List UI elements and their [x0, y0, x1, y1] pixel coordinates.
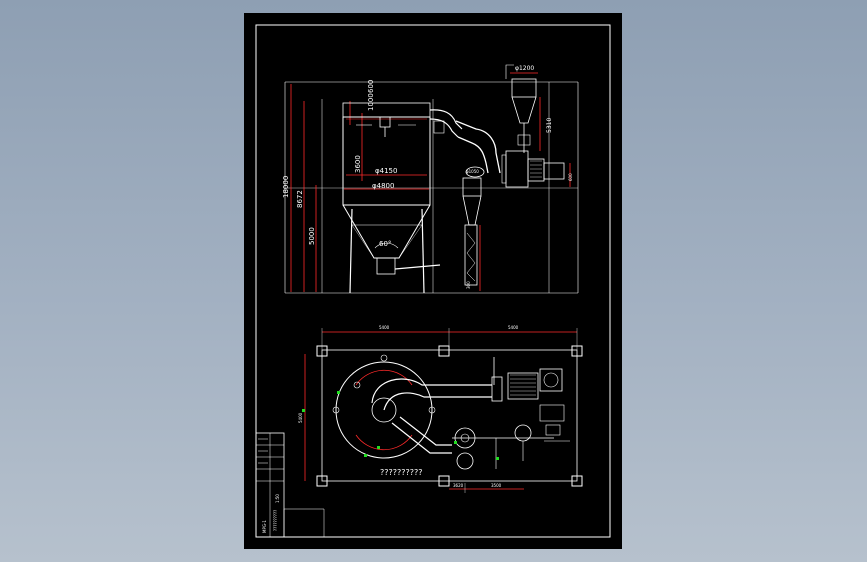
flange-icon: [433, 120, 445, 134]
marker-dot: [302, 409, 305, 412]
fan-motor: [527, 158, 545, 182]
cad-drawing: 18000 8672 5000 600 1000 3600 φ4150 φ480…: [255, 24, 611, 538]
marker-dot: [337, 391, 340, 394]
column-footing: [438, 345, 450, 357]
cyclone-inlet-icon: [465, 166, 485, 178]
top-cyclone-body: [511, 78, 537, 98]
main-duct: [455, 120, 501, 174]
top-cyclone-exhaust: [505, 64, 514, 79]
dim-top-offset: 600: [367, 80, 375, 93]
cone-angle-arc: [374, 242, 399, 249]
dim-sub-right: 3500: [491, 483, 502, 488]
dim-inner-diameter: φ4150: [375, 167, 397, 175]
drawing-sheet: 18000 8672 5000 600 1000 3600 φ4150 φ480…: [244, 13, 622, 549]
drawing-border: [255, 24, 611, 538]
support-leg-right: [421, 208, 425, 294]
column-footing: [438, 475, 450, 487]
cyclone-body: [462, 177, 482, 197]
main-duct-inner: [457, 136, 489, 174]
atomizer-icon: [379, 116, 391, 128]
cyclone-leg-zigzag: [466, 232, 476, 282]
plan-view: 5400 5400 5400: [298, 325, 583, 493]
column-footing: [316, 475, 328, 487]
top-cyclone-cone: [511, 96, 537, 124]
dim-right-span: 5400: [508, 325, 519, 330]
dim-fan-note: 600: [568, 173, 573, 181]
plan-caption: ??????????: [380, 468, 422, 477]
marker-dot: [496, 457, 499, 460]
dim-depth: 5400: [298, 412, 303, 423]
marker-dot: [364, 454, 367, 457]
cyclone-cone: [462, 195, 482, 226]
nozzle-icon: [332, 406, 340, 414]
dim-outer-diameter: φ4800: [372, 182, 394, 190]
plan-outlet-duct-inner: [383, 392, 492, 411]
chamber-arc-upper: [355, 369, 413, 386]
atomizer-plan-circle: [371, 397, 397, 423]
dim-upper-height: 8672: [296, 190, 304, 208]
fan-housing-hatch: [510, 374, 536, 396]
plan-outlet-duct: [371, 378, 492, 404]
dim-cyclone-height: 5310: [546, 118, 553, 133]
dim-total-height: 18000: [282, 176, 290, 198]
plan-diagonal-duct-inner: [399, 416, 452, 446]
column-footing: [571, 475, 583, 487]
plan-diagonal-duct: [391, 422, 452, 454]
top-cyclone-valve: [517, 134, 531, 146]
cyclone-leg-duct: [464, 224, 478, 286]
support-leg-left: [349, 208, 353, 294]
fan-flange: [501, 154, 507, 184]
dim-cyl-offset: 1000: [367, 93, 375, 111]
elevation-view: 18000 8672 5000 600 1000 3600 φ4150 φ480…: [282, 64, 579, 294]
nozzle-icon: [380, 354, 388, 362]
fan-housing: [505, 150, 529, 188]
brace-left: [351, 224, 375, 259]
motor-fins: [530, 160, 542, 178]
dim-lower-height: 5000: [308, 227, 316, 245]
cyclone-plan-circle: [514, 424, 532, 442]
plan-motor-base: [545, 424, 561, 436]
dim-pipe-diameter: φ1050: [466, 169, 479, 174]
marker-dot: [377, 446, 380, 449]
plan-top-cyclone: [539, 368, 563, 392]
dim-sub-left: 3620: [453, 483, 464, 488]
chamber-roof: [342, 102, 431, 118]
fan-base: [543, 162, 565, 180]
marker-dot: [454, 441, 457, 444]
drawing-scale: 1:50: [275, 494, 280, 503]
plan-duct-flange: [491, 376, 503, 402]
nozzle-icon: [428, 406, 436, 414]
drawing-name: ??????????: [273, 510, 278, 531]
dim-cyl-height: 3600: [354, 155, 362, 173]
title-block: MPG-1 ?????????? 1:50: [255, 432, 325, 538]
chamber-plan-circle: [335, 361, 433, 459]
discharge-chute: [394, 264, 441, 270]
plan-outline: [321, 349, 578, 482]
outlet-duct-bottom: [429, 118, 459, 138]
chamber-arc-lower: [355, 434, 413, 451]
dim-left-span: 5400: [379, 325, 390, 330]
dim-cyclone-diameter: φ1200: [515, 65, 534, 72]
dim-bottom-note: 300: [466, 281, 471, 289]
outlet-duct-top: [429, 109, 463, 130]
dim-cone-angle: 60°: [379, 240, 391, 248]
discharge-valve: [376, 257, 396, 275]
chamber-cone: [342, 204, 431, 259]
plan-motor: [539, 404, 565, 422]
cyclone-plan-circle: [456, 452, 474, 470]
nozzle-icon: [353, 381, 361, 389]
plan-top-cyclone-circle: [543, 372, 559, 388]
brace-right: [398, 224, 423, 259]
plan-fan-housing: [507, 372, 539, 400]
drawing-number: MPG-1: [262, 520, 267, 533]
